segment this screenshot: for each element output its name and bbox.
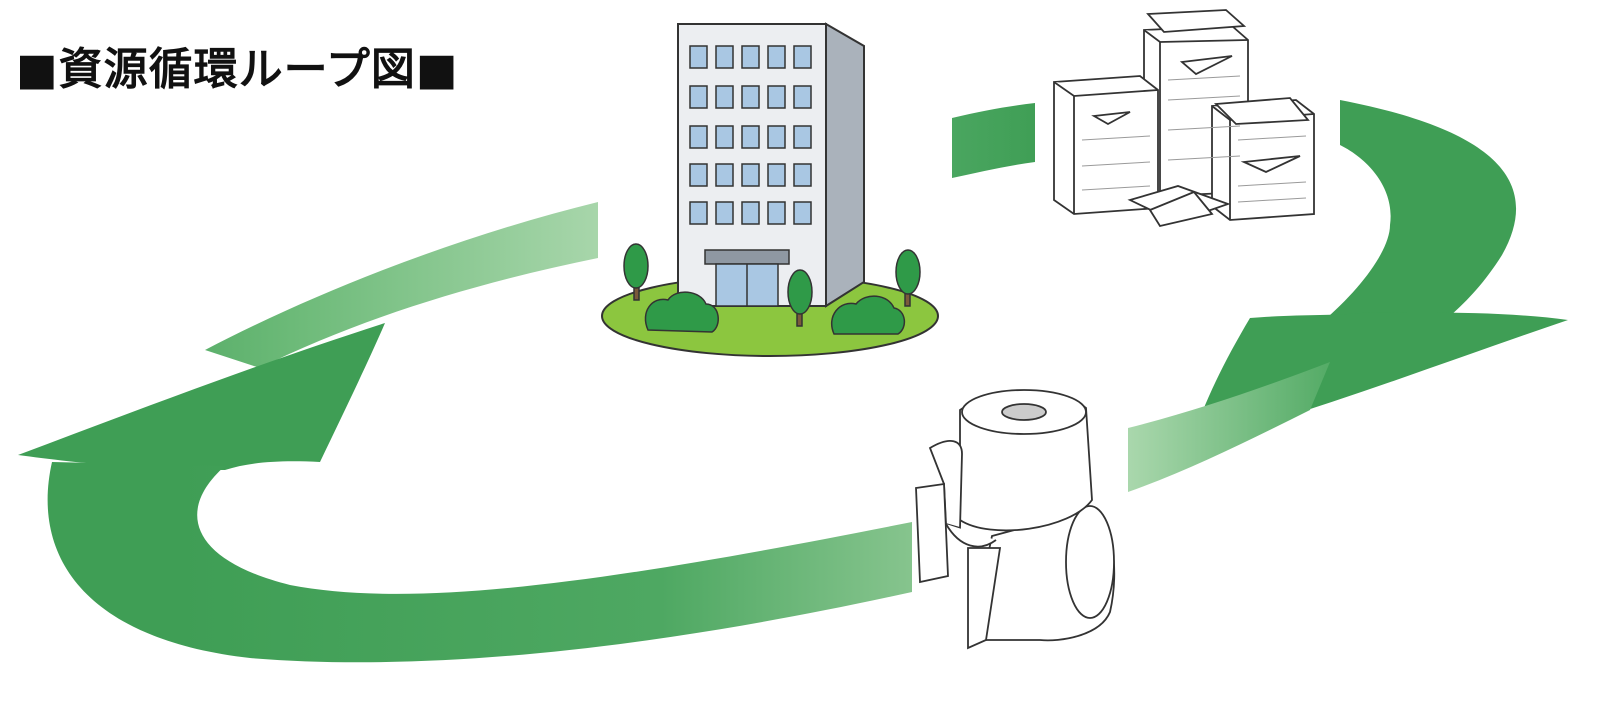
arrow-head-left	[18, 323, 385, 470]
arrow-band-bottom	[47, 462, 912, 663]
cycle-arrows	[18, 100, 1568, 663]
arrow-band-right-curve	[1322, 100, 1517, 322]
diagram-title: ■資源循環ループ図■	[16, 44, 459, 95]
arrow-band-top-left	[205, 202, 598, 368]
toilet-paper-rolls-icon	[915, 389, 1116, 650]
arrow-band-right-low	[1128, 362, 1330, 492]
waste-paper-stack-icon	[1053, 9, 1315, 228]
office-building-icon	[601, 22, 939, 357]
arrow-band-top-right	[952, 103, 1035, 178]
